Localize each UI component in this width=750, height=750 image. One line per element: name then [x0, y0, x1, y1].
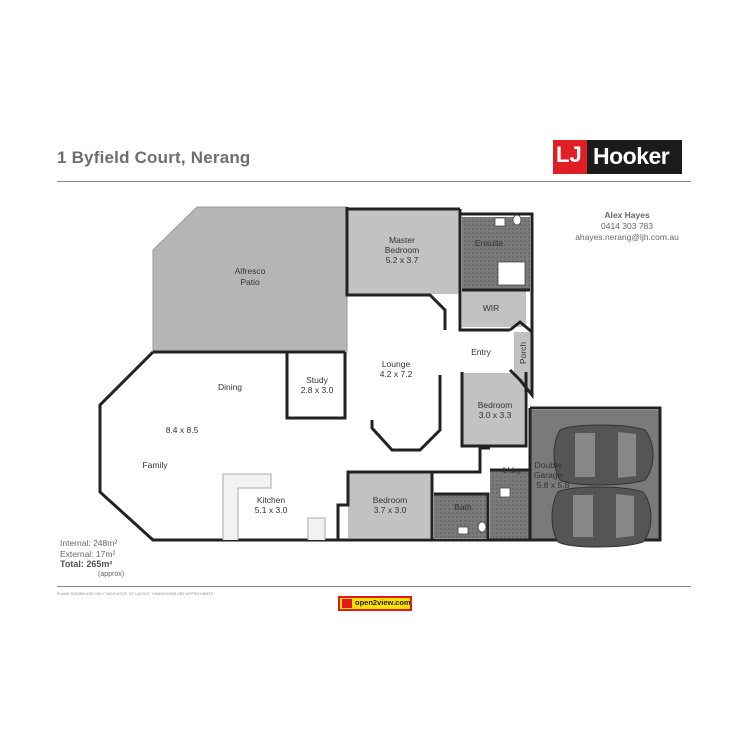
internal-area: Internal: 248m²: [60, 538, 118, 548]
logo-brand: Hooker: [593, 143, 670, 169]
garage-cars: [551, 424, 654, 548]
agent-email: ahayes.nerang@ljh.com.au: [575, 232, 679, 242]
label-bath: Bath: [454, 502, 472, 512]
label-master-1: Master: [389, 235, 415, 245]
label-ensuite: Ensuite: [475, 238, 504, 248]
label-garage-size: 5.8 x 5.8: [537, 480, 570, 490]
label-study-size: 2.8 x 3.0: [301, 385, 334, 395]
label-bedroom3-size: 3.7 x 3.0: [374, 505, 407, 515]
label-family-size: 8.4 x 8.5: [166, 425, 199, 435]
kitchen-bench: [222, 473, 326, 540]
label-alfresco-2: Patio: [240, 277, 260, 287]
label-bedroom2: Bedroom: [478, 400, 513, 410]
agent-name: Alex Hayes: [604, 210, 650, 220]
label-bedroom3: Bedroom: [373, 495, 408, 505]
agency-logo: LJ Hooker: [553, 140, 682, 174]
label-family: Family: [142, 460, 168, 470]
logo-mark: LJ: [556, 142, 582, 167]
fixtures: [457, 214, 526, 535]
label-master-2: Bedroom: [385, 245, 420, 255]
car-icon: [551, 486, 652, 548]
label-entry: Entry: [471, 347, 492, 357]
header-divider: [57, 181, 691, 182]
label-wir: WIR: [483, 303, 500, 313]
bedroom2-floor: [463, 373, 524, 446]
label-study: Study: [306, 375, 328, 385]
agent-phone: 0414 303 783: [601, 221, 653, 231]
label-laundry: L'dry: [503, 465, 522, 475]
label-porch: Porch: [518, 342, 528, 364]
label-bedroom2-size: 3.0 x 3.3: [479, 410, 512, 420]
open2view-label: open2view.com: [355, 598, 411, 607]
label-kitchen: Kitchen: [257, 495, 286, 505]
family-dining-floor: [100, 352, 338, 540]
laundry-floor: [490, 470, 530, 540]
label-dining: Dining: [218, 382, 242, 392]
bedroom3-floor: [348, 472, 432, 538]
label-alfresco-1: Alfresco: [235, 266, 266, 276]
open2view-icon: [342, 599, 352, 608]
label-kitchen-size: 5.1 x 3.0: [255, 505, 288, 515]
footer-divider: [57, 586, 691, 587]
walls: [98, 207, 662, 542]
label-lounge-size: 4.2 x 7.2: [380, 369, 413, 379]
total-area: Total: 265m²: [60, 559, 113, 569]
property-address: 1 Byfield Court, Nerang: [57, 148, 251, 167]
label-garage-2: Garage: [534, 470, 563, 480]
open2view-badge[interactable]: open2view.com: [338, 596, 412, 611]
label-master-size: 5.2 x 3.7: [386, 255, 419, 265]
area-approx-note: (approx): [98, 571, 125, 578]
car-icon: [553, 424, 654, 486]
wir-floor: [462, 291, 526, 327]
external-area: External: 17m²: [60, 549, 116, 559]
master-bedroom-floor: [348, 209, 460, 294]
label-garage-1: Double: [535, 460, 562, 470]
label-lounge: Lounge: [382, 359, 411, 369]
disclaimer: PLANS SHOWN ARE ONLY INDICATIVE OF LAYOU…: [57, 592, 215, 596]
